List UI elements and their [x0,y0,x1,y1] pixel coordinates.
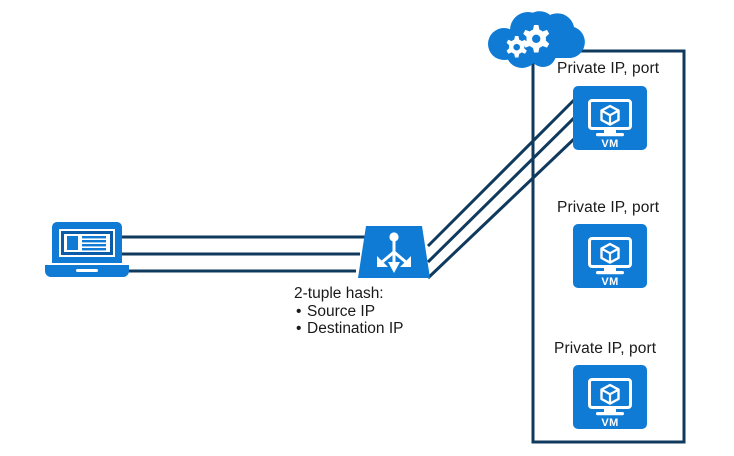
vm-monitor-icon-3 [588,378,632,416]
gear-small-icon [506,36,527,58]
hash-note-bullet-1: • Source IP [296,303,375,321]
hash-note-bullet-1-text: Source IP [307,303,376,320]
bullet-glyph-1: • [296,303,302,320]
vm-monitor-icon-2 [588,237,632,275]
vm-card-3[interactable] [573,365,647,429]
cloud-gears-icon [488,11,585,68]
load-balancer-arrow-glyph [377,232,411,273]
vm-cube-glyph-1 [600,104,620,126]
vm-private-ip-label-3: Private IP, port [554,340,657,357]
laptop-screen-frame [61,231,113,255]
vm-card-1[interactable] [573,86,647,150]
vm-cube-glyph-2 [600,242,620,264]
vm-private-ip-label-2: Private IP, port [557,199,660,216]
vnet-boundary-rect [531,49,686,444]
laptop-icon [45,222,129,277]
hash-note-title: 2-tuple hash: [294,285,384,302]
client-to-lb-connections [108,235,366,273]
lb-vm-line-1 [426,98,576,248]
laptop-content-left-block [67,236,78,250]
lb-vm-line-3 [426,137,576,280]
gear-large-icon [523,25,550,53]
vm-box-label-2: VM [601,276,619,288]
arrowhead-right [400,256,411,267]
vm-card-2[interactable] [573,224,647,288]
arrowhead-left [377,256,388,267]
hash-note-bullet-2: • Destination IP [296,320,404,338]
hash-note-bullet-2-text: Destination IP [307,320,404,337]
vm-private-ip-label-1: Private IP, port [557,60,660,77]
laptop-content-lines [82,236,106,251]
lb-vm-line-2 [426,116,576,264]
vm-monitor-icon-1 [588,99,632,137]
laptop-trackpad-notch [76,269,98,272]
vm-box-label-3: VM [601,417,619,429]
arrowhead-down [388,262,400,273]
vm-cube-glyph-3 [600,383,620,405]
load-balancer-icon [358,226,430,278]
lb-to-vm-connections [426,98,576,280]
vm-box-label-1: VM [601,138,619,150]
bullet-glyph-2: • [296,320,302,337]
